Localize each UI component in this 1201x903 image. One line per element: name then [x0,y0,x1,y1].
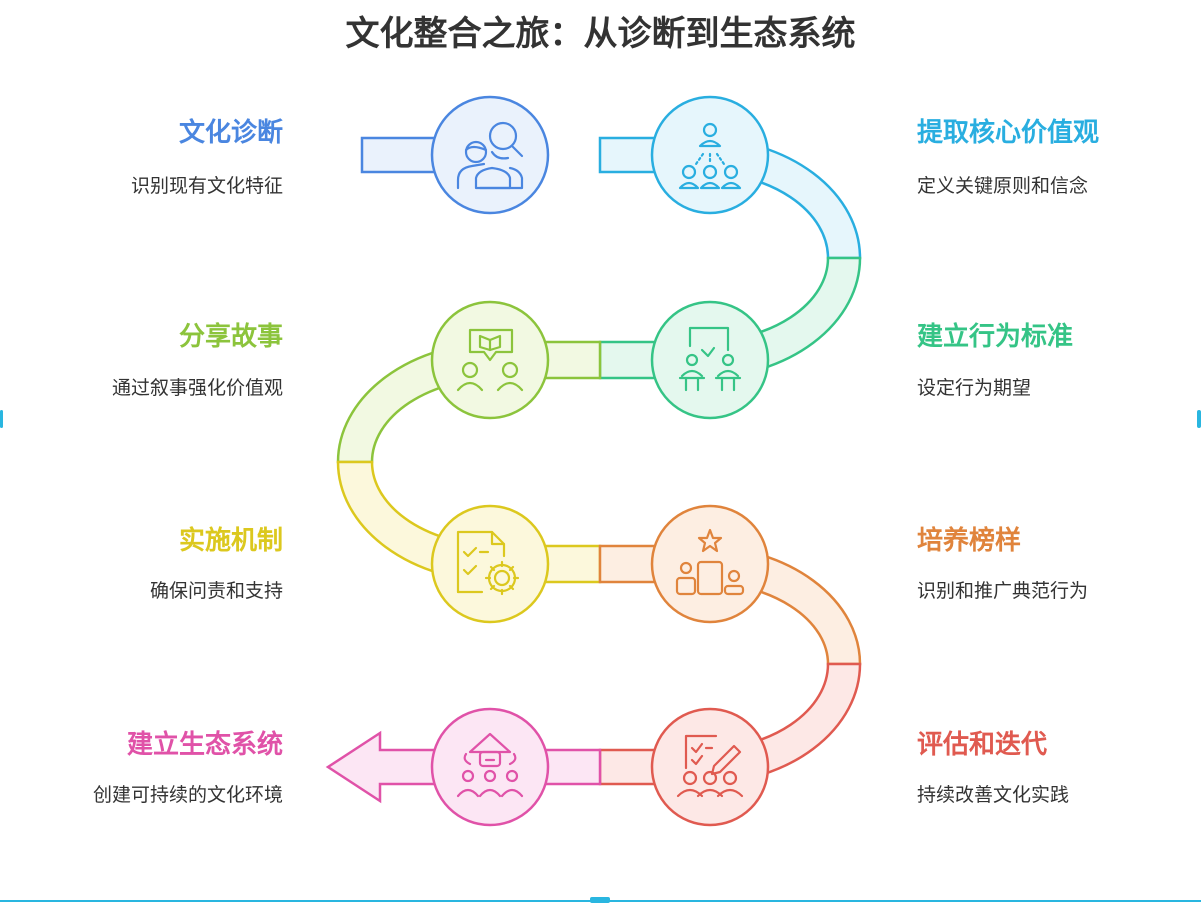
step-circle-1 [430,95,550,215]
page-title: 文化整合之旅：从诊断到生态系统 [345,14,856,54]
step-title-1: 文化诊断 [178,118,283,148]
step-desc-7: 持续改善文化实践 [917,784,1070,806]
storytelling-icon [456,328,524,392]
evaluation-icon [676,734,744,798]
step-desc-3: 设定行为期望 [917,377,1032,399]
user-search-icon [456,121,524,190]
step-title-7: 评估和迭代 [917,730,1048,760]
step-circle-3 [650,300,770,420]
step-desc-4: 通过叙事强化价值观 [111,377,283,399]
step-title-2: 提取核心价值观 [917,118,1100,148]
frame-handle-left[interactable] [0,410,3,428]
step-title-3: 建立行为标准 [917,322,1074,352]
step-title-6: 培养榜样 [917,526,1022,556]
checklist-gear-icon [456,530,520,596]
people-hierarchy-icon [678,122,742,190]
step-desc-8: 创建可持续的文化环境 [92,784,283,806]
frame-handle-bottom[interactable] [590,897,610,903]
step-desc-2: 定义关键原则和信念 [917,175,1089,197]
step-title-5: 实施机制 [178,526,283,556]
step-title-8: 建立生态系统 [126,730,283,760]
presentation-icon [678,326,742,392]
step-desc-5: 确保问责和支持 [149,580,283,602]
frame-handle-right[interactable] [1197,410,1201,428]
step-circle-6 [650,504,770,624]
step-circle-7 [650,707,770,827]
step-title-4: 分享故事 [178,322,283,352]
podium-star-icon [675,528,745,596]
step-circle-5 [430,504,550,624]
step-desc-1: 识别现有文化特征 [130,175,283,197]
step-desc-6: 识别和推广典范行为 [917,580,1089,602]
community-icon [456,732,524,798]
